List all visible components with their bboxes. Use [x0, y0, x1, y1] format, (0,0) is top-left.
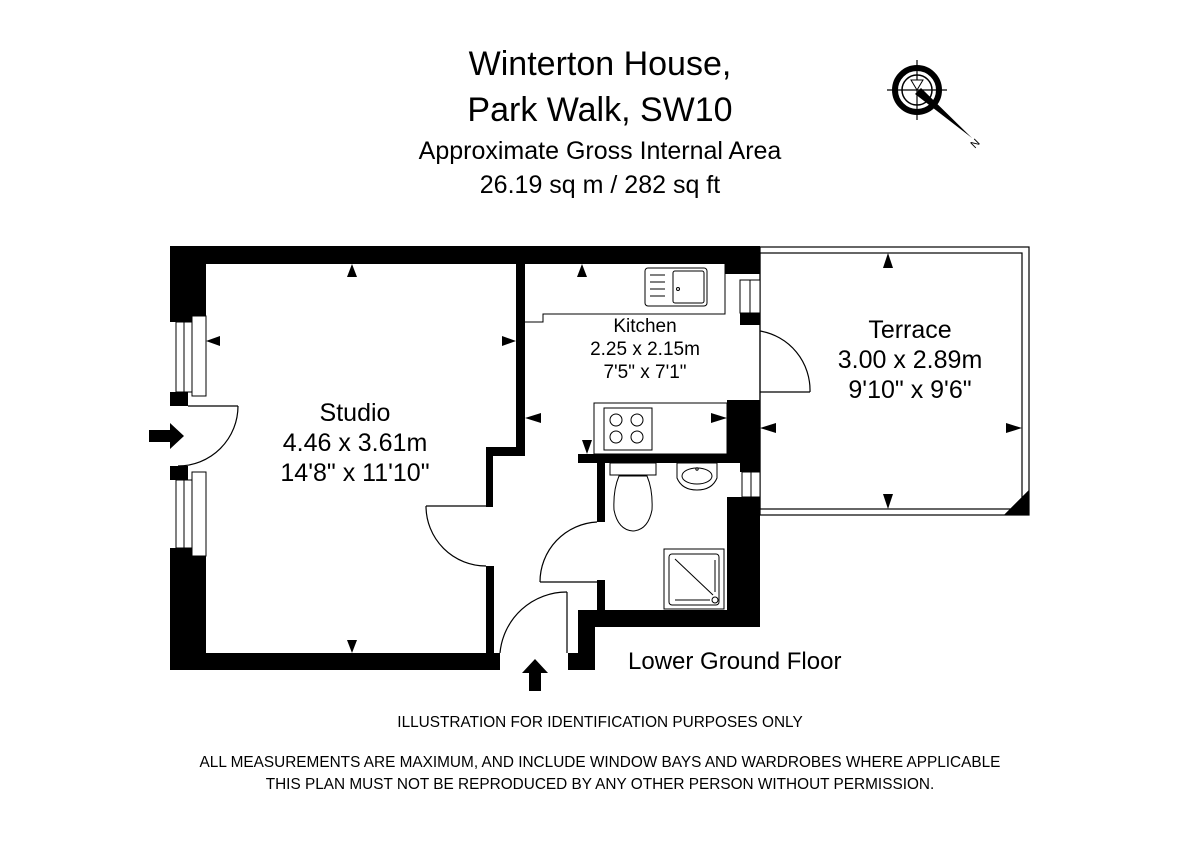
property-address: Park Walk, SW10: [467, 91, 733, 129]
room-studio: Studio 4.46 x 3.61m 14'8" x 11'10": [235, 398, 475, 488]
room-metric: 4.46 x 3.61m: [282, 429, 428, 457]
disclaimer-illustration: ILLUSTRATION FOR IDENTIFICATION PURPOSES…: [397, 714, 803, 731]
measurement-markers: [206, 253, 1022, 653]
room-imperial: 14'8" x 11'10": [280, 459, 430, 487]
kitchen-counters: [525, 264, 728, 455]
room-name: Kitchen: [613, 316, 677, 337]
hob-icon: [603, 407, 653, 451]
room-name: Studio: [319, 399, 391, 427]
floor-label: Lower Ground Floor: [628, 648, 842, 675]
room-name: Terrace: [868, 316, 952, 344]
shower-tray-icon: [663, 548, 725, 610]
room-metric: 2.25 x 2.15m: [590, 338, 700, 360]
room-kitchen: Kitchen 2.25 x 2.15m 7'5" x 7'1": [545, 316, 745, 384]
area-value: 26.19 sq m / 282 sq ft: [479, 171, 721, 199]
compass-north-letter: N: [968, 137, 982, 151]
room-imperial: 7'5" x 7'1": [603, 361, 687, 383]
property-name: Winterton House,: [468, 45, 732, 83]
disclaimer-measurements: ALL MEASUREMENTS ARE MAXIMUM, AND INCLUD…: [199, 754, 1001, 771]
room-metric: 3.00 x 2.89m: [837, 346, 983, 374]
toilet-icon: [609, 462, 657, 532]
room-terrace: Terrace 3.00 x 2.89m 9'10" x 9'6": [800, 315, 1020, 405]
room-imperial: 9'10" x 9'6": [848, 376, 972, 404]
terrace-outline: [759, 246, 1030, 516]
entrance-arrow-icon: [149, 423, 184, 449]
wash-basin-icon: [676, 462, 718, 491]
area-label: Approximate Gross Internal Area: [418, 137, 782, 165]
windows: [175, 279, 761, 557]
kitchen-sink-icon: [644, 267, 708, 307]
disclaimer-copyright: THIS PLAN MUST NOT BE REPRODUCED BY ANY …: [265, 776, 935, 793]
doors: [177, 330, 811, 654]
entrance-arrow-icon: [522, 659, 548, 691]
walls: [170, 246, 760, 670]
compass-rose-icon: N: [887, 60, 983, 151]
